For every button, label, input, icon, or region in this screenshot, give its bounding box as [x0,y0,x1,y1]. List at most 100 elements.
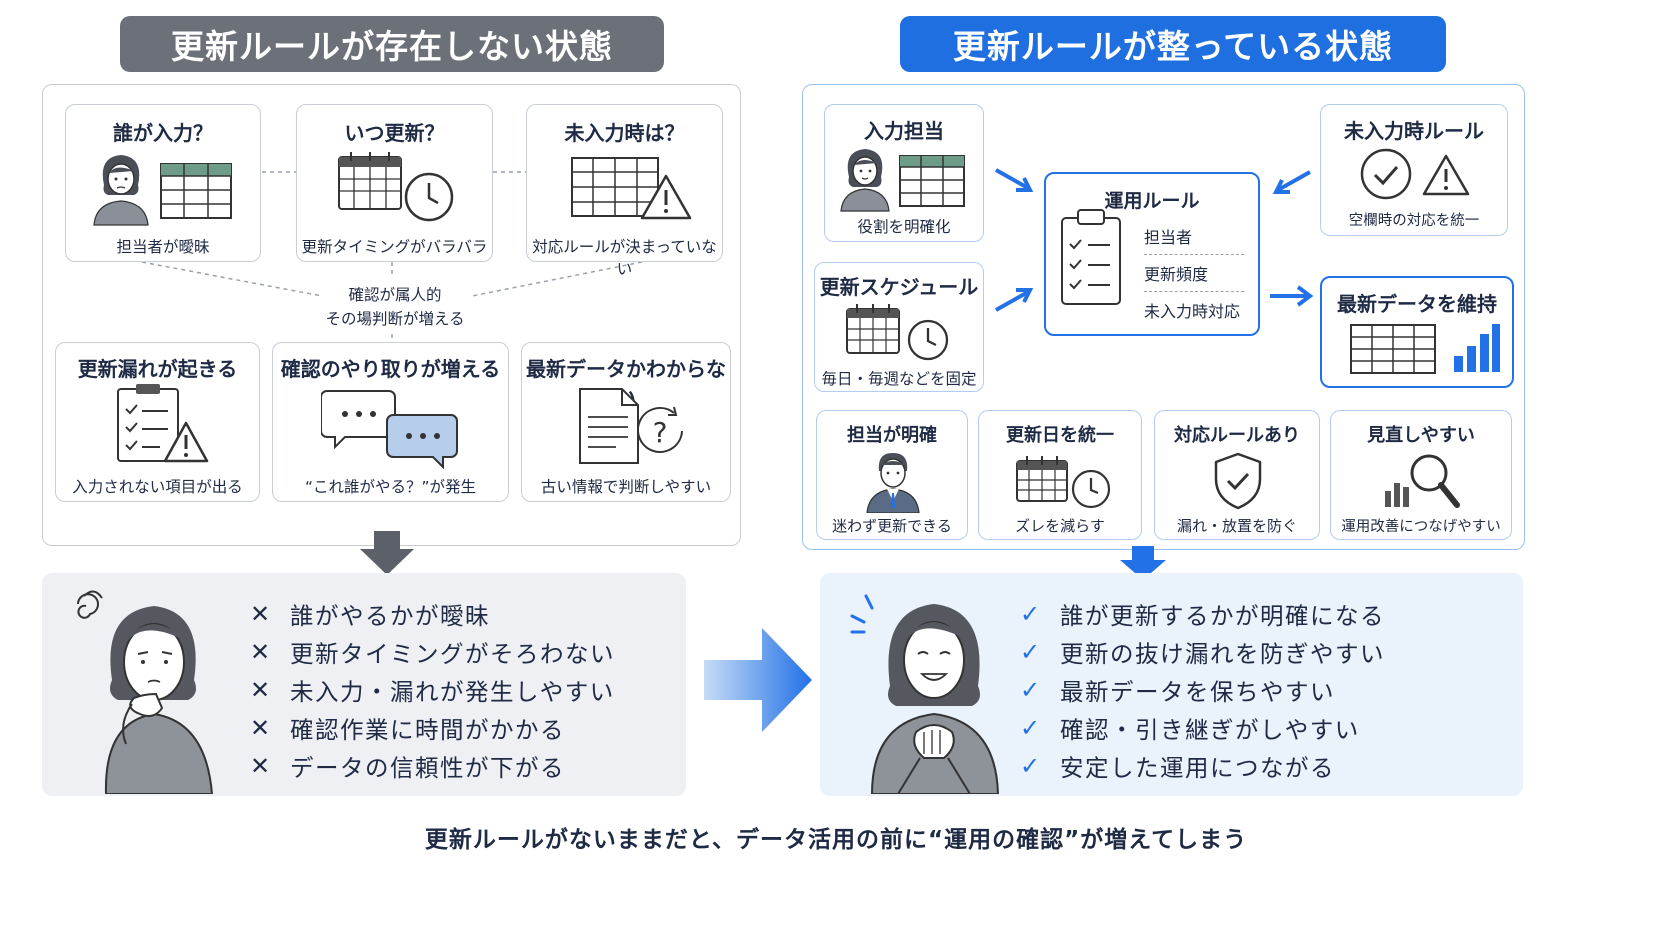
left-summary-text: 確認作業に時間がかかる [290,716,565,744]
down-arrow-icon [360,531,414,575]
card-title: 誰が入力？ [113,121,213,145]
left-connectors [141,171,643,342]
right-summary-text: 確認・引き継ぎがしやすい [1060,716,1360,744]
calendar-icon [846,304,900,354]
card-missing-input-rule: 未入力時ルール 空欄時の対応を統一 [1320,104,1508,236]
card-title: 未入力時は？ [564,121,685,145]
check-circle-icon [1360,148,1412,200]
spreadsheet-icon [899,155,965,207]
card-caption: 役割を明確化 [857,218,951,236]
happy-woman-illustration [850,594,1000,794]
shield-check-icon [1214,452,1262,510]
left-summary-text: 更新タイミングがそろわない [290,640,615,668]
arrow-icon [995,168,1034,192]
card-when-missing: 未入力時は？ 対応ルールが決まっていない [526,104,723,278]
card-caption: 担当者が曖昧 [116,238,210,256]
check-icon: ✓ [1020,638,1042,666]
calendar-icon [338,152,402,210]
card-caption: 空欄時の対応を統一 [1348,213,1480,229]
left-summary-text: 誰がやるかが曖昧 [290,602,490,630]
businessman-icon [866,453,920,513]
card-unknown-latest: 最新データかわからない ? 古い情報で判断しやすい [521,342,731,502]
card-caption: 対応ルールが決まっていない [532,238,717,278]
rule-item: 未入力時対応 [1144,302,1241,321]
arrow-icon [995,288,1034,312]
left-summary-item: ✕ データの信頼性が下がる [250,749,565,783]
card-caption: 漏れ・放置を防ぐ [1176,517,1297,535]
left-summary-item: ✕未入力・漏れが発生しやすい [250,673,615,707]
magnifier-chart-icon [1385,454,1460,508]
check-icon: ✓ [1020,676,1042,704]
arrow-icon [1272,170,1311,194]
right-summary-item: ✓ 最新データを保ちやすい [1020,673,1335,707]
card-operation-rules: 運用ルール 担当者 更新頻度 未入力時対応 [1044,172,1260,336]
right-summary-text: 最新データを保ちやすい [1060,678,1335,706]
card-unified-date: 更新日を統一 ズレを減らす [978,410,1142,540]
right-summary-text: 更新の抜け漏れを防ぎやすい [1060,640,1385,668]
card-title: 更新漏れが起きる [77,357,238,381]
check-icon: ✓ [1020,600,1042,628]
right-header: 更新ルールが整っている状態 [900,16,1446,72]
card-keep-latest: 最新データを維持 [1320,276,1514,388]
card-caption: 更新タイミングがバラバラ [301,238,488,256]
arrow-icon [1270,285,1314,307]
card-when-update: いつ更新？ 更新タイミングがバラバラ [296,104,493,262]
left-summary-text: データの信頼性が下がる [290,754,565,782]
warning-icon [640,174,692,220]
card-caption: 迷わず更新できる [832,517,952,535]
left-summary-item: ✕ 誰がやるかが曖昧 [250,597,490,631]
card-response-rule: 対応ルールあり 漏れ・放置を防ぐ [1154,410,1320,540]
worried-woman-illustration [77,590,214,794]
chat-bubbles-icon [321,390,458,469]
rule-item: 更新頻度 [1144,261,1244,292]
left-summary-item: ✕確認作業に時間がかかる [250,711,565,745]
cross-icon: ✕ [250,752,272,780]
spreadsheet-icon [160,163,232,219]
clock-icon [1071,469,1111,509]
center-note-line2: その場判断が増える [325,310,465,328]
card-who-inputs: 誰が入力？ 担当者が曖昧 [65,104,261,262]
right-summary-item: ✓ 安定した運用につながる [1020,749,1335,783]
left-header: 更新ルールが存在しない状態 [120,16,664,72]
card-caption: 運用改善につなげやすい [1341,519,1501,535]
down-arrow-icon [1120,546,1166,580]
cross-icon: ✕ [250,600,272,628]
confused-person-icon [93,155,149,226]
card-more-exchanges: 確認のやり取りが増える “これ誰がやる？”が発生 [272,342,509,502]
right-summary-text: 安定した運用につながる [1060,754,1335,782]
card-title: いつ更新？ [344,121,445,145]
card-title: 対応ルールあり [1174,425,1300,446]
card-caption: ズレを減らす [1015,517,1105,535]
card-easy-review: 見直しやすい 運用改善につなげやすい [1330,410,1512,540]
card-title: 見直しやすい [1367,425,1475,446]
check-icon: ✓ [1020,714,1042,742]
document-question-icon: ? [579,388,683,464]
right-summary-item: ✓ 確認・引き継ぎがしやすい [1020,711,1360,745]
checklist-warning-icon [117,384,209,463]
spreadsheet-icon [1350,324,1436,374]
card-title: 確認のやり取りが増える [280,357,501,381]
card-input-owner: 入力担当 役割を明確化 [824,104,984,242]
card-title: 最新データを維持 [1337,292,1497,316]
right-summary-item: ✓ 更新の抜け漏れを防ぎやすい [1020,635,1385,669]
card-update-schedule: 更新スケジュール 毎日・毎週などを固定 [814,262,984,392]
card-title: 担当が明確 [847,425,937,446]
spreadsheet-icon [571,157,659,217]
footer-message: 更新ルールがないままだと、データ活用の前に“運用の確認”が増えてしまう [424,827,1248,853]
clock-icon [907,319,949,361]
card-clear-owner: 担当が明確 迷わず更新できる [816,410,968,540]
clock-icon [404,172,454,222]
card-title: 更新日を統一 [1006,425,1114,446]
card-caption: “これ誰がやる？”が発生 [304,478,477,496]
warning-icon [1422,154,1470,196]
svg-text:?: ? [653,416,668,449]
check-icon: ✓ [1020,752,1042,780]
transition-arrow-icon [704,628,812,732]
card-caption: 古い情報で判断しやすい [540,478,712,496]
card-title: 入力担当 [864,119,944,143]
cross-icon: ✕ [250,638,272,666]
person-icon [840,149,890,212]
right-summary-text: 誰が更新するかが明確になる [1060,602,1385,630]
card-title: 運用ルール [1104,190,1200,212]
right-summary-item: ✓ 誰が更新するかが明確になる [1020,597,1385,631]
